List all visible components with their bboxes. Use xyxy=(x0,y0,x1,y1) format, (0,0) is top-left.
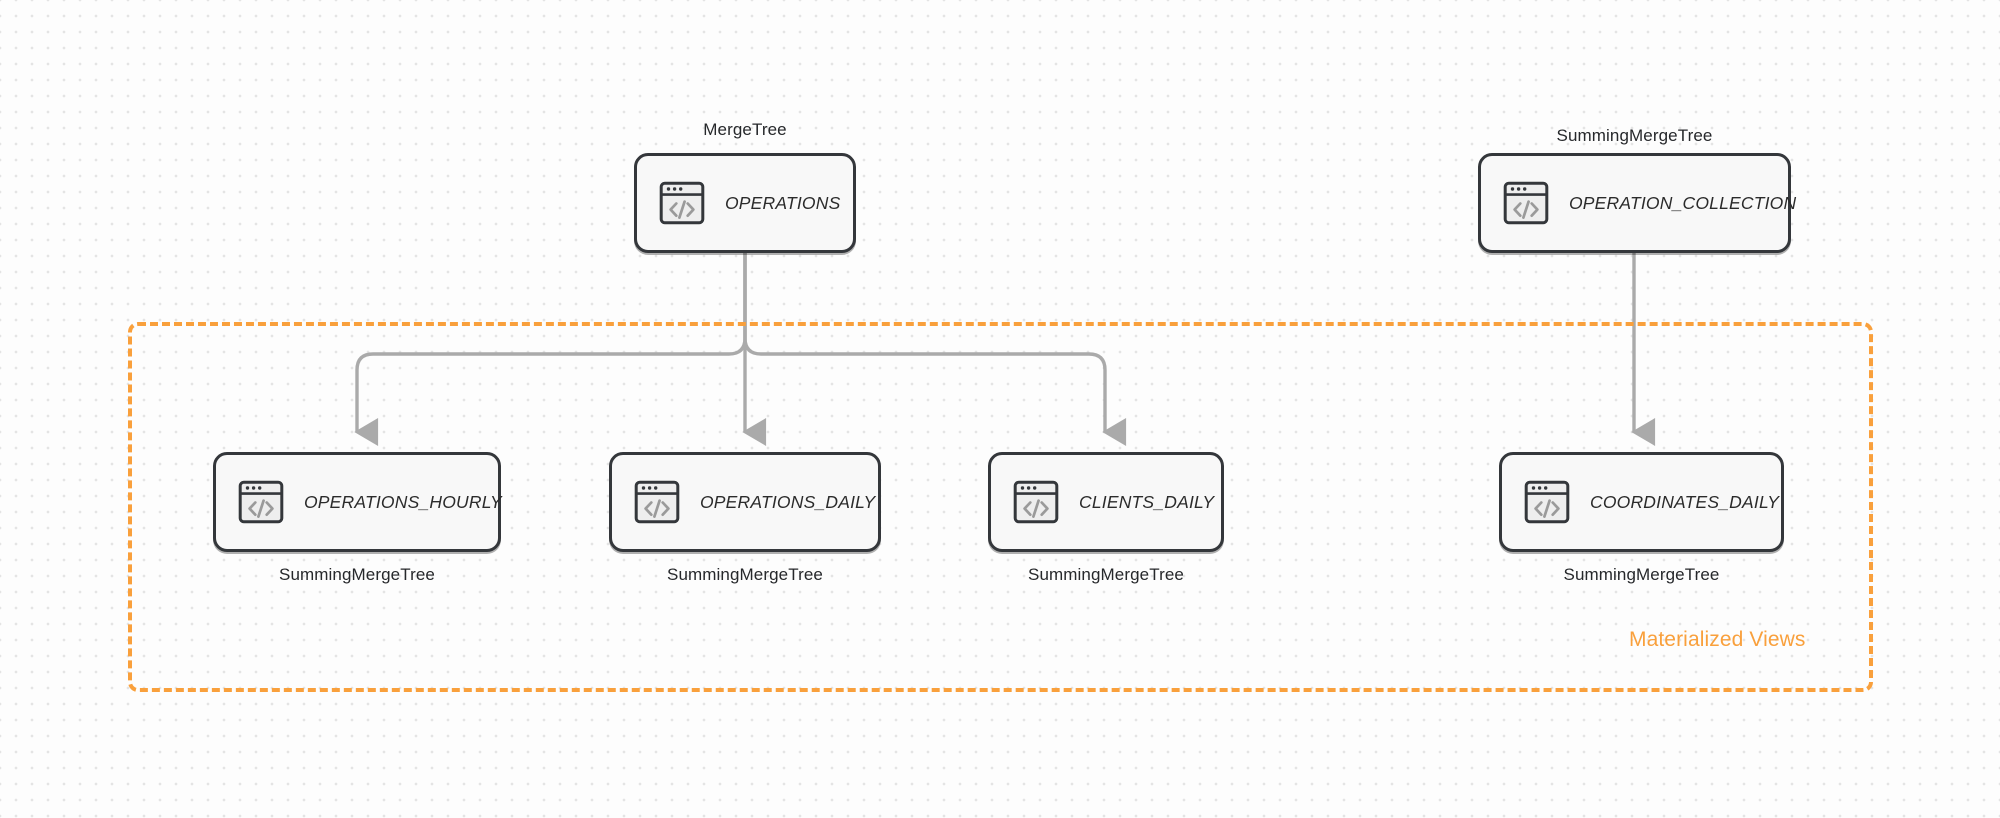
node-clients-daily[interactable]: CLIENTS_DAILY xyxy=(988,452,1224,552)
engine-caption-operations: MergeTree xyxy=(703,120,787,139)
node-label-operation-collection: OPERATION_COLLECTION xyxy=(1569,192,1797,213)
node-operation-collection[interactable]: OPERATION_COLLECTION xyxy=(1478,153,1796,253)
node-label-clients-daily: CLIENTS_DAILY xyxy=(1079,491,1215,512)
code-window-icon xyxy=(1503,181,1549,225)
engine-caption-coordinates-daily: SummingMergeTree xyxy=(1563,565,1720,584)
node-operations-daily[interactable]: OPERATIONS_DAILY xyxy=(609,452,881,552)
node-operations[interactable]: OPERATIONS xyxy=(634,153,856,253)
code-window-icon xyxy=(659,181,705,225)
node-label-coordinates-daily: COORDINATES_DAILY xyxy=(1590,491,1780,512)
code-window-icon xyxy=(634,480,680,524)
node-coordinates-daily[interactable]: COORDINATES_DAILY xyxy=(1499,452,1784,552)
node-label-operations-daily: OPERATIONS_DAILY xyxy=(700,491,876,512)
node-label-operations: OPERATIONS xyxy=(725,192,841,213)
code-window-icon xyxy=(1524,480,1570,524)
engine-caption-clients-daily: SummingMergeTree xyxy=(1028,565,1184,584)
materialized-views-group-label: Materialized Views xyxy=(1629,628,1806,651)
node-operations-hourly[interactable]: OPERATIONS_HOURLY xyxy=(213,452,502,552)
code-window-icon xyxy=(238,480,284,524)
materialized-views-group xyxy=(128,322,1873,692)
node-label-operations-hourly: OPERATIONS_HOURLY xyxy=(304,491,502,512)
engine-caption-operation-collection: SummingMergeTree xyxy=(1556,126,1713,145)
engine-caption-operations-daily: SummingMergeTree xyxy=(667,565,823,584)
code-window-icon xyxy=(1013,480,1059,524)
engine-caption-operations-hourly: SummingMergeTree xyxy=(279,565,435,584)
